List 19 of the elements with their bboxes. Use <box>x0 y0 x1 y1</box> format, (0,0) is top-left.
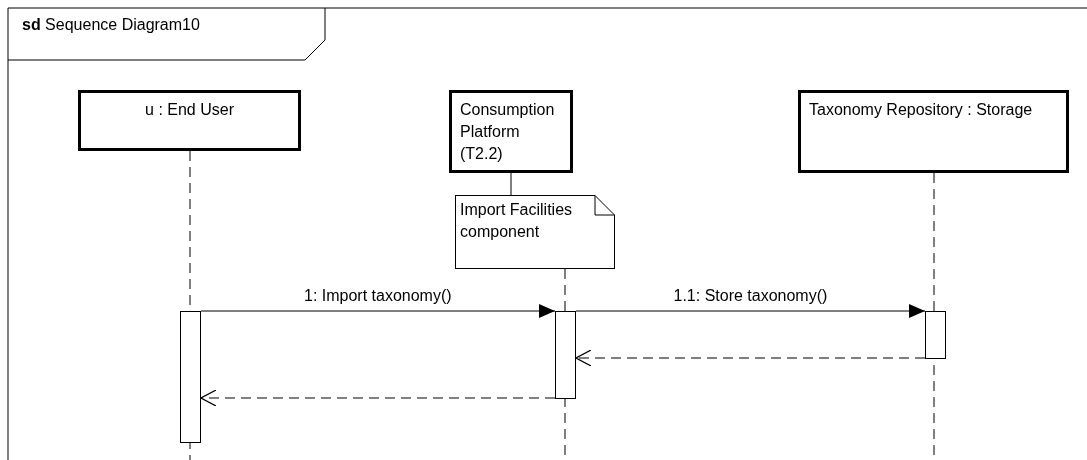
lifeline-name: Consumption Platform (T2.2) <box>460 100 556 164</box>
activation-bar <box>180 311 201 443</box>
message-arrow <box>575 304 926 318</box>
message-arrow <box>200 304 556 318</box>
note-text: Import Facilities component <box>460 200 574 242</box>
lifeline-name: Taxonomy Repository : Storage <box>809 100 1034 120</box>
activation-bar <box>925 311 946 359</box>
message-label: 1: Import taxonomy() <box>302 287 454 305</box>
message-label: 1.1: Store taxonomy() <box>671 287 830 305</box>
connector-line <box>510 172 512 196</box>
diagram-title: sd Sequence Diagram10 <box>22 16 200 34</box>
note-box <box>455 195 615 269</box>
activation-bar <box>555 311 576 399</box>
lifeline-head-box <box>449 90 573 173</box>
return-arrow <box>200 389 556 407</box>
lifeline-name: u : End User <box>144 100 235 120</box>
lifeline-head-box <box>798 90 1069 173</box>
return-arrow <box>575 349 926 367</box>
lifeline-head-box <box>78 90 301 151</box>
